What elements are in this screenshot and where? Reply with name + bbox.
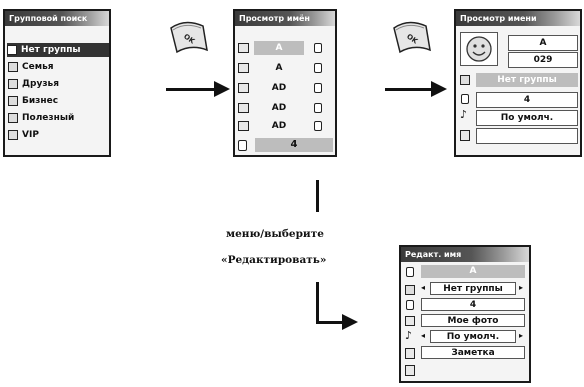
note-icon [460, 130, 470, 141]
count-value: 4 [255, 138, 333, 152]
contact-card-icon [238, 83, 249, 93]
flow-arrow-3-head [342, 314, 358, 330]
ok-key-icon: OK [393, 21, 431, 54]
name-row-value: AD [271, 83, 287, 93]
group-icon [460, 75, 470, 85]
folder-icon [8, 79, 18, 89]
edit-note-field[interactable]: Заметка [421, 346, 525, 359]
name-row[interactable]: A [235, 60, 335, 76]
name-row[interactable]: AD [235, 80, 335, 96]
group-search-title: Групповой поиск [5, 11, 109, 26]
chevron-left-icon[interactable]: ◂ [421, 331, 426, 340]
phone-icon [238, 140, 247, 151]
phone-icon [314, 63, 322, 73]
caption-line-1: меню/выберите [226, 228, 324, 240]
caption-line-2: «Редактировать» [221, 254, 327, 266]
contact-note-field [476, 128, 578, 144]
group-search-screen: Групповой поиск Нет группы Семья Друзья … [3, 9, 111, 157]
flow-connector-vertical [316, 180, 319, 212]
smiley-avatar-icon [466, 36, 492, 62]
edit-contact-screen: Редакт. имя A ◂ Нет группы ▸ 4 Мое фото … [399, 245, 531, 383]
phone-icon [314, 43, 322, 53]
avatar [460, 32, 498, 66]
contact-card-icon [238, 63, 249, 73]
name-row-value: A [275, 63, 283, 73]
name-row-value: AD [271, 103, 287, 113]
chevron-right-icon[interactable]: ▸ [519, 283, 524, 292]
music-note-icon: ♪ [460, 108, 468, 121]
folder-icon [8, 130, 18, 140]
contact-card-icon [238, 121, 249, 131]
phone-icon [314, 121, 322, 131]
folder-icon [8, 96, 18, 106]
folder-icon [8, 62, 18, 72]
music-note-icon: ♪ [405, 329, 413, 342]
phone-icon [406, 267, 414, 277]
group-item-label: Друзья [22, 79, 60, 89]
extra-icon [405, 365, 415, 376]
flow-arrow-2-head [431, 81, 447, 97]
edit-name-field[interactable]: A [421, 265, 525, 278]
contact-view-screen: Просмотр имени A 029 Нет группы 4 ♪ По у… [454, 9, 582, 157]
contact-number-field: 029 [508, 52, 578, 68]
names-list-screen: Просмотр имён A A AD AD AD 4 [233, 9, 337, 157]
phone-icon [314, 83, 322, 93]
group-item-label: Полезный [22, 113, 75, 123]
flow-arrow-1-head [214, 81, 230, 97]
ok-key-icon: OK [170, 21, 208, 54]
list-footer: 4 [235, 137, 335, 155]
photo-icon [405, 316, 415, 326]
name-row[interactable]: AD [235, 100, 335, 116]
contact-card-icon [238, 103, 249, 113]
phone-icon [314, 103, 322, 113]
phone-icon [406, 300, 414, 310]
group-item-label: Нет группы [21, 45, 81, 55]
flow-connector-right [316, 321, 344, 324]
group-item-label: Семья [22, 62, 54, 72]
folder-icon [7, 45, 17, 55]
flow-connector-down [316, 282, 319, 324]
group-icon [405, 285, 415, 295]
note-icon [405, 348, 415, 359]
group-item-no-group[interactable]: Нет группы [7, 43, 109, 57]
flow-arrow-1 [166, 88, 216, 91]
name-row-value: A [254, 41, 304, 55]
contact-name-field: A [508, 35, 578, 51]
group-item-label: Бизнес [22, 96, 59, 106]
phone-icon [461, 94, 469, 104]
chevron-left-icon[interactable]: ◂ [421, 283, 426, 292]
contact-card-icon [238, 43, 249, 53]
contact-ringtone-field: По умолч. [476, 110, 578, 126]
group-item-label: VIP [22, 130, 39, 140]
names-list-title: Просмотр имён [235, 11, 335, 26]
name-row-value: AD [271, 121, 287, 131]
contact-count-field: 4 [476, 92, 578, 108]
edit-photo-field[interactable]: Мое фото [421, 314, 525, 327]
flow-arrow-2 [385, 88, 433, 91]
contact-view-title: Просмотр имени [456, 11, 580, 26]
name-row[interactable]: AD [235, 118, 335, 134]
edit-contact-title: Редакт. имя [401, 247, 529, 262]
contact-group-field: Нет группы [476, 73, 578, 87]
edit-count-field[interactable]: 4 [421, 298, 525, 311]
name-row[interactable]: A [235, 40, 335, 56]
edit-ringtone-selector[interactable]: По умолч. [430, 330, 516, 343]
folder-icon [8, 113, 18, 123]
chevron-right-icon[interactable]: ▸ [519, 331, 524, 340]
edit-group-selector[interactable]: Нет группы [430, 282, 516, 295]
